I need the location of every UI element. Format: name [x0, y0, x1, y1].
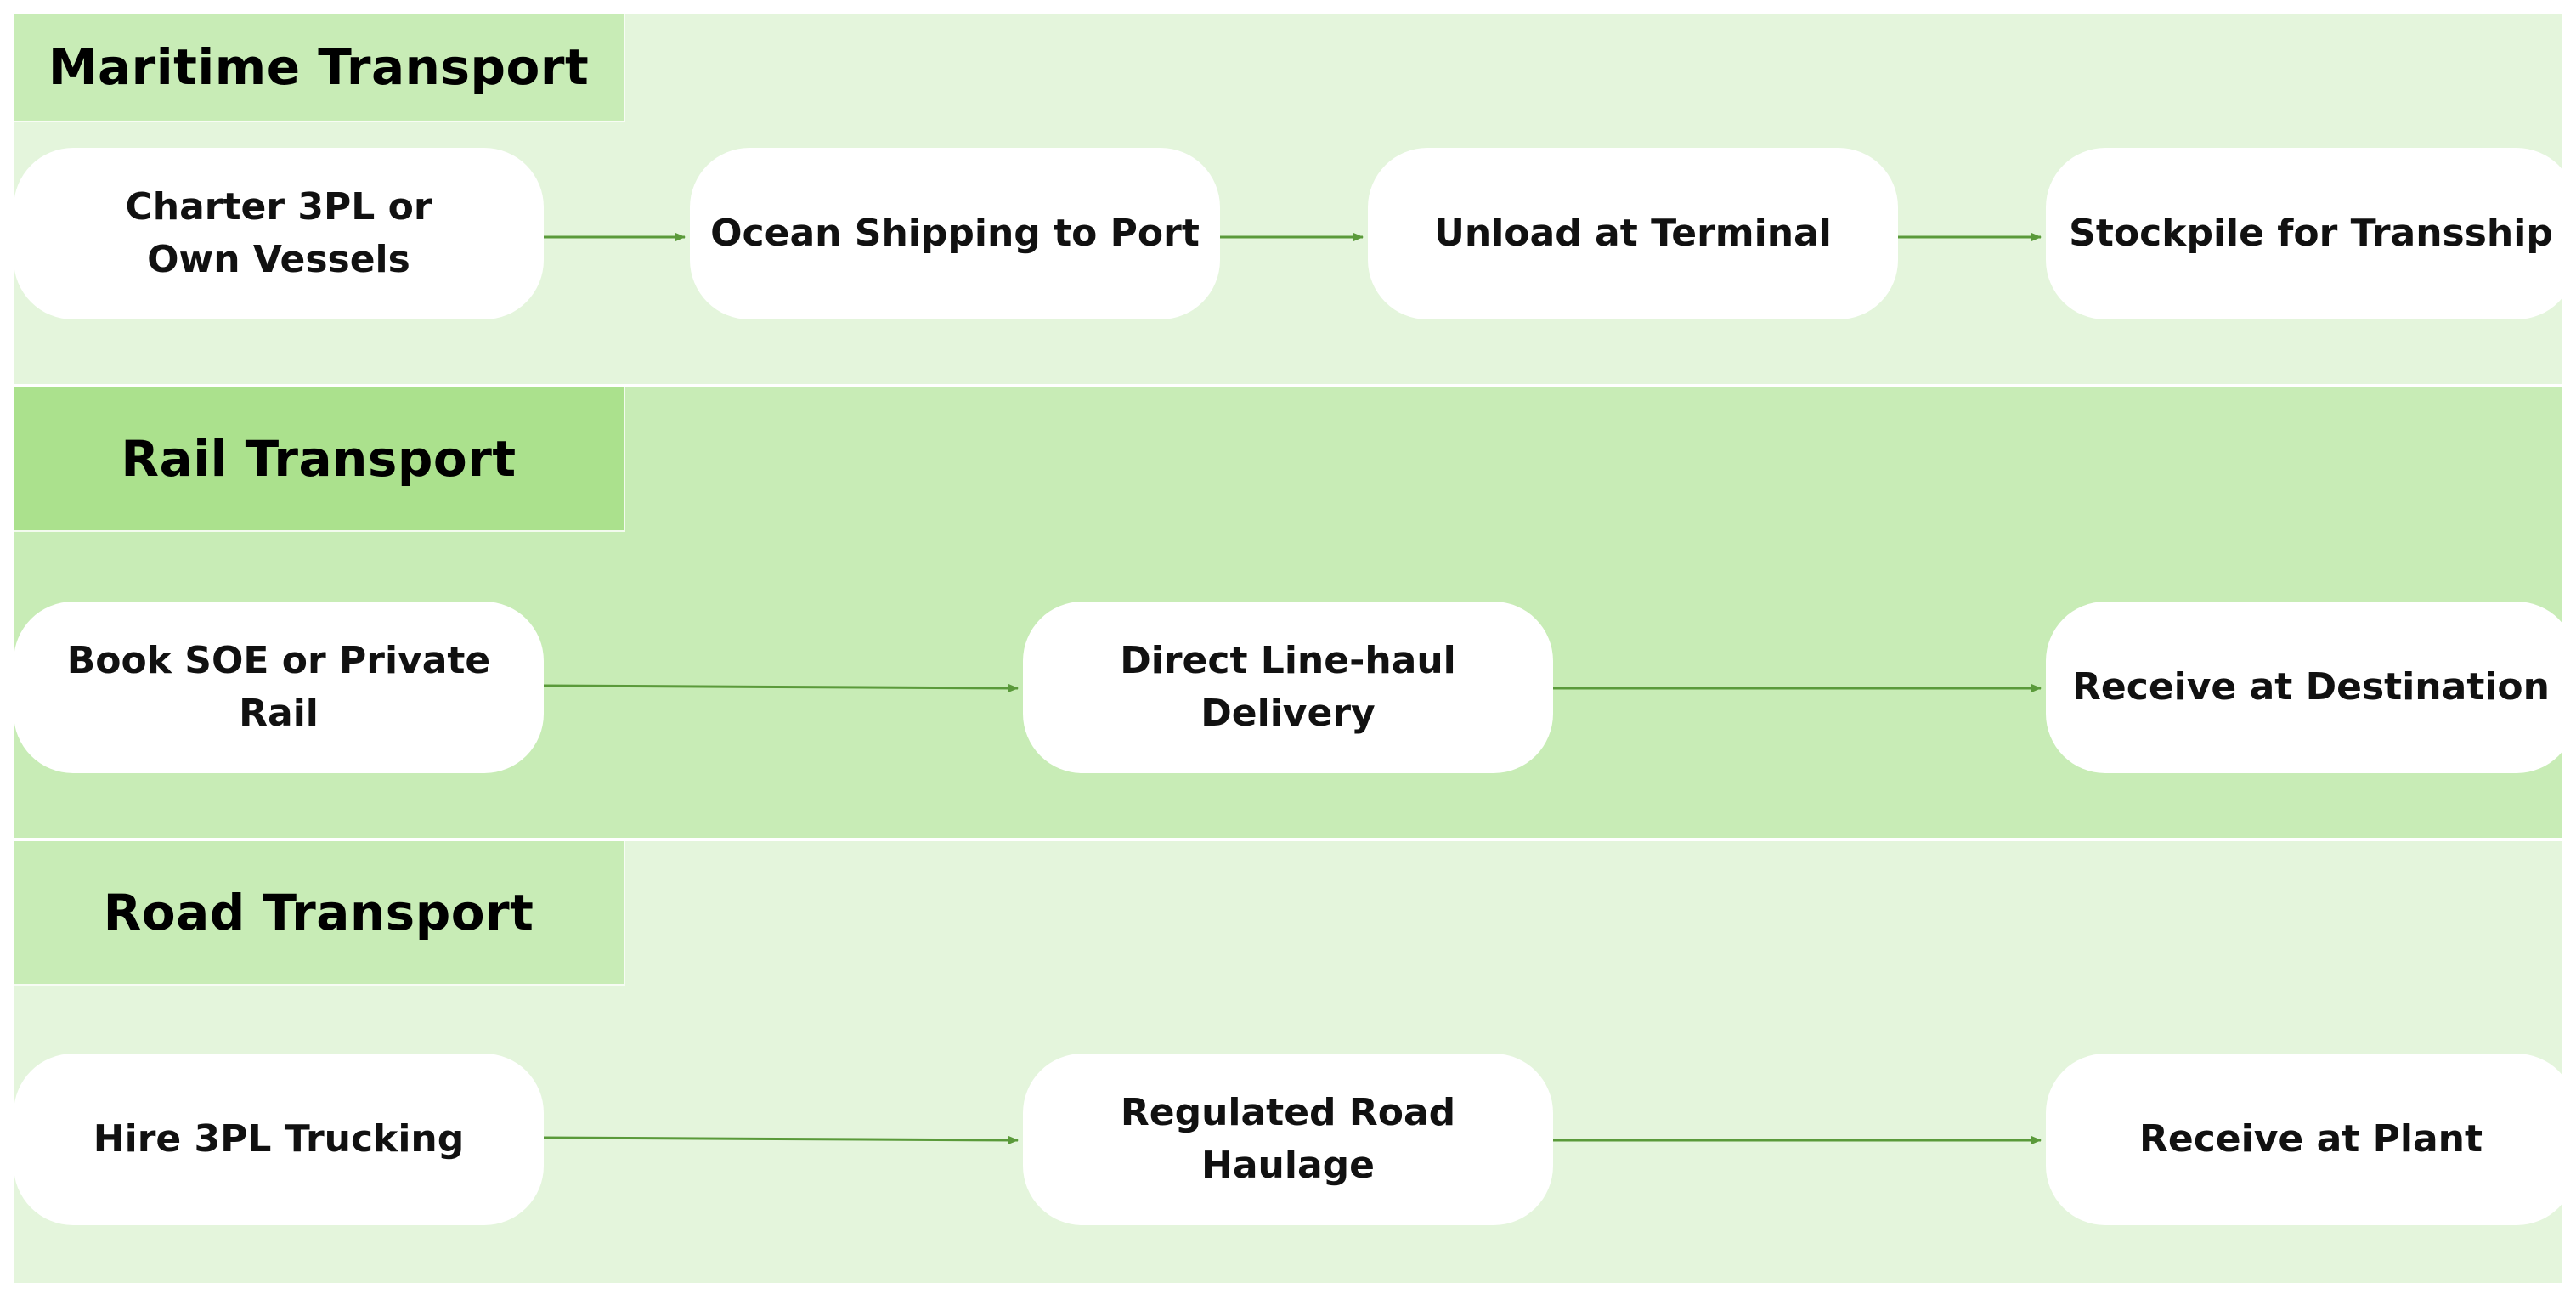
lane-road: Road Transport Hire 3PL Trucking Regulat… — [14, 841, 2576, 1283]
node-label: Unload at Terminal — [1434, 212, 1832, 255]
node-regulated-haulage[interactable]: Regulated Road Haulage — [1023, 1054, 1553, 1225]
lane-title-maritime: Maritime Transport — [48, 38, 590, 96]
node-label: Charter 3PL or Own Vessels — [125, 185, 432, 281]
node-unload-terminal[interactable]: Unload at Terminal — [1368, 148, 1898, 319]
lane-title-rail: Rail Transport — [121, 430, 517, 488]
node-receive-plant[interactable]: Receive at Plant — [2046, 1054, 2576, 1225]
lane-title-road: Road Transport — [103, 884, 534, 941]
node-ocean-shipping[interactable]: Ocean Shipping to Port — [690, 148, 1220, 319]
node-receive-destination[interactable]: Receive at Destination — [2046, 602, 2576, 773]
node-label: Stockpile for Transship — [2069, 212, 2553, 255]
node-label: Book SOE or Private Rail — [66, 639, 491, 735]
lane-title-box-rail: Rail Transport — [14, 387, 625, 532]
node-charter-vessels[interactable]: Charter 3PL or Own Vessels — [14, 148, 544, 319]
node-label: Direct Line-haul Delivery — [1120, 639, 1456, 735]
lane-rail: Rail Transport Book SOE or Private Rail … — [14, 387, 2576, 838]
node-label: Receive at Plant — [2139, 1117, 2483, 1161]
lane-title-box-road: Road Transport — [14, 841, 625, 986]
lane-title-box-maritime: Maritime Transport — [14, 14, 625, 122]
node-label: Receive at Destination — [2072, 665, 2550, 709]
node-direct-line-haul[interactable]: Direct Line-haul Delivery — [1023, 602, 1553, 773]
node-hire-trucking[interactable]: Hire 3PL Trucking — [14, 1054, 544, 1225]
node-label: Ocean Shipping to Port — [710, 212, 1200, 255]
node-stockpile-transship[interactable]: Stockpile for Transship — [2046, 148, 2576, 319]
node-label: Hire 3PL Trucking — [93, 1117, 465, 1161]
lane-maritime: Maritime Transport Charter 3PL or Own Ve… — [14, 14, 2576, 384]
node-label: Regulated Road Haulage — [1120, 1091, 1456, 1187]
node-book-rail[interactable]: Book SOE or Private Rail — [14, 602, 544, 773]
